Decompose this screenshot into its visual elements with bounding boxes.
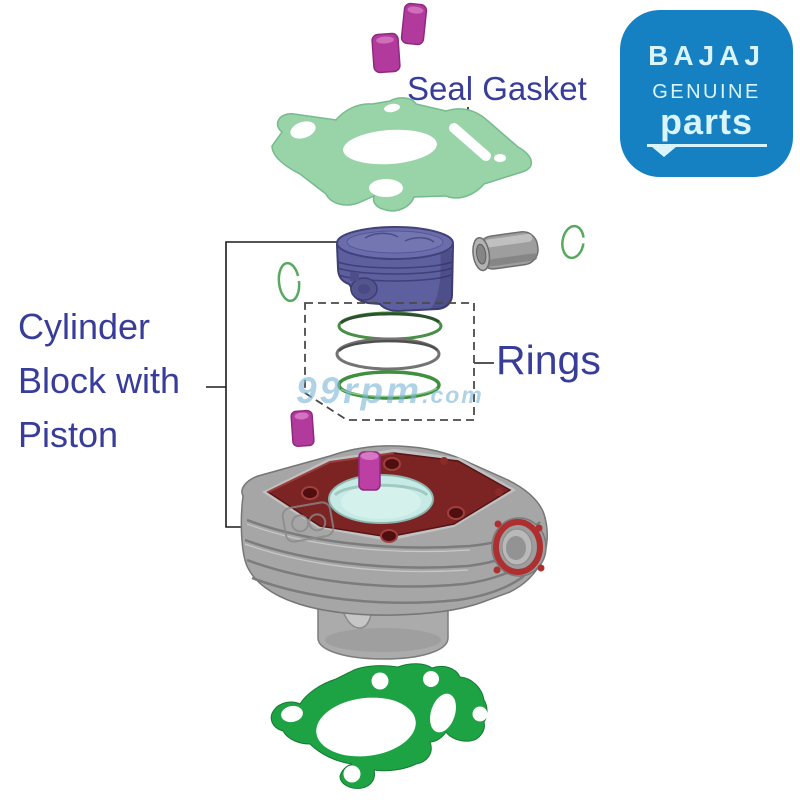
cast-emblem xyxy=(281,501,335,543)
bajaj-logo-badge: BAJAJ GENUINE parts xyxy=(620,10,793,177)
seal-gasket-label: Seal Gasket xyxy=(407,70,587,107)
side-port xyxy=(491,517,547,577)
watermark-main: 99rpm xyxy=(296,370,423,411)
circlip xyxy=(277,261,301,303)
cylinder-block-label-line3: Piston xyxy=(18,414,119,455)
dowel-pin xyxy=(358,451,381,491)
circlip xyxy=(561,224,585,260)
parts-underline xyxy=(646,144,767,157)
bajaj-brand-text: BAJAJ xyxy=(648,40,765,71)
piston-pin-illustration xyxy=(472,231,539,272)
bajaj-parts-text: parts xyxy=(659,101,754,142)
bajaj-genuine-text: GENUINE xyxy=(652,81,761,103)
cylinder-block-illustration xyxy=(240,445,548,660)
base-gasket-illustration xyxy=(270,663,488,789)
watermark: 99rpm.com xyxy=(296,370,484,412)
dowel-pin xyxy=(400,2,428,46)
piston-illustration xyxy=(335,226,455,313)
dowel-pin xyxy=(371,32,401,74)
cylinder-block-label-line1: Cylinder xyxy=(18,306,151,347)
down-arrow-icon xyxy=(651,147,676,157)
rings-label: Rings xyxy=(496,337,601,383)
cylinder-block-label: Cylinder Block with Piston xyxy=(18,300,180,462)
dowel-pin xyxy=(290,409,315,448)
piston-rings-illustration xyxy=(304,302,475,421)
cylinder-block-label-line2: Block with xyxy=(18,360,181,401)
seal-gasket-illustration xyxy=(271,97,532,212)
cylinder-block-bracket xyxy=(225,241,361,528)
watermark-suffix: .com xyxy=(422,382,484,408)
